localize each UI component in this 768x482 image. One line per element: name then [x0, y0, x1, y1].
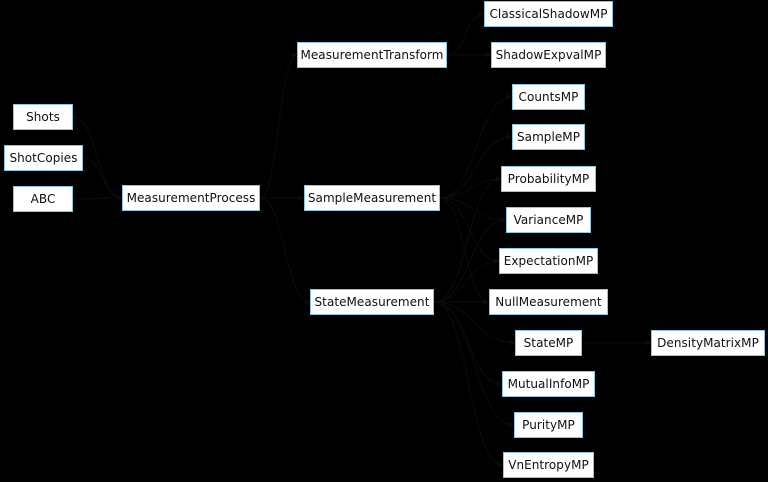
- class-node-label: ShotCopies: [9, 151, 78, 165]
- inheritance-edge: [82, 157, 123, 199]
- class-node-label: StateMeasurement: [314, 295, 430, 309]
- class-node-label: NullMeasurement: [495, 295, 602, 309]
- class-node-label: Shots: [26, 110, 60, 124]
- inheritance-edge: [439, 178, 502, 199]
- class-node-counts-mp[interactable]: CountsMP: [512, 84, 585, 110]
- class-node-label: VnEntropyMP: [508, 458, 589, 472]
- class-node-variance-mp[interactable]: VarianceMP: [506, 207, 591, 233]
- class-node-measurement-process[interactable]: MeasurementProcess: [122, 185, 260, 211]
- inheritance-edge: [439, 197, 490, 303]
- inheritance-edge: [259, 54, 298, 199]
- class-node-label: MeasurementProcess: [126, 191, 256, 205]
- class-node-label: ShadowExpvalMP: [495, 48, 602, 62]
- inheritance-edge: [72, 197, 123, 200]
- class-node-probability-mp[interactable]: ProbabilityMP: [501, 166, 596, 192]
- class-node-mutual-info-mp[interactable]: MutualInfoMP: [502, 371, 595, 397]
- class-node-label: VarianceMP: [513, 213, 584, 227]
- class-node-label: SampleMP: [517, 130, 580, 144]
- class-node-shots[interactable]: Shots: [13, 104, 73, 130]
- class-node-label: ProbabilityMP: [507, 172, 590, 186]
- class-node-sample-mp[interactable]: SampleMP: [512, 124, 585, 150]
- inheritance-edge: [433, 301, 504, 466]
- class-node-density-matrix-mp[interactable]: DensityMatrixMP: [651, 330, 765, 356]
- class-node-label: ExpectationMP: [503, 254, 594, 268]
- class-node-label: PurityMP: [522, 418, 575, 432]
- class-node-measurement-transform[interactable]: MeasurementTransform: [297, 42, 447, 68]
- class-node-label: ClassicalShadowMP: [489, 7, 608, 21]
- inheritance-edge: [433, 301, 515, 426]
- class-node-label: CountsMP: [518, 90, 579, 104]
- inheritance-edge: [439, 197, 500, 262]
- class-node-label: DensityMatrixMP: [657, 336, 759, 350]
- class-node-state-measurement[interactable]: StateMeasurement: [310, 289, 434, 315]
- inheritance-edge: [439, 197, 507, 221]
- inheritance-edge: [446, 13, 485, 56]
- inheritance-edge: [259, 197, 311, 303]
- class-node-label: SampleMeasurement: [307, 191, 437, 205]
- inheritance-edge: [433, 178, 502, 303]
- class-node-shadow-expval-mp[interactable]: ShadowExpvalMP: [491, 42, 606, 68]
- class-node-vn-entropy-mp[interactable]: VnEntropyMP: [503, 452, 594, 478]
- class-node-label: MutualInfoMP: [507, 377, 590, 391]
- class-node-abc[interactable]: ABC: [13, 186, 73, 212]
- class-node-null-measurement[interactable]: NullMeasurement: [489, 289, 608, 315]
- class-node-state-mp[interactable]: StateMP: [515, 330, 582, 356]
- class-node-purity-mp[interactable]: PurityMP: [514, 412, 583, 438]
- class-node-label: ABC: [30, 192, 56, 206]
- class-node-sample-measurement[interactable]: SampleMeasurement: [304, 185, 440, 211]
- class-node-classical-shadow-mp[interactable]: ClassicalShadowMP: [484, 1, 613, 27]
- class-node-label: StateMP: [523, 336, 574, 350]
- class-node-shot-copies[interactable]: ShotCopies: [4, 145, 83, 171]
- class-node-expectation-mp[interactable]: ExpectationMP: [499, 248, 598, 274]
- class-node-label: MeasurementTransform: [300, 48, 444, 62]
